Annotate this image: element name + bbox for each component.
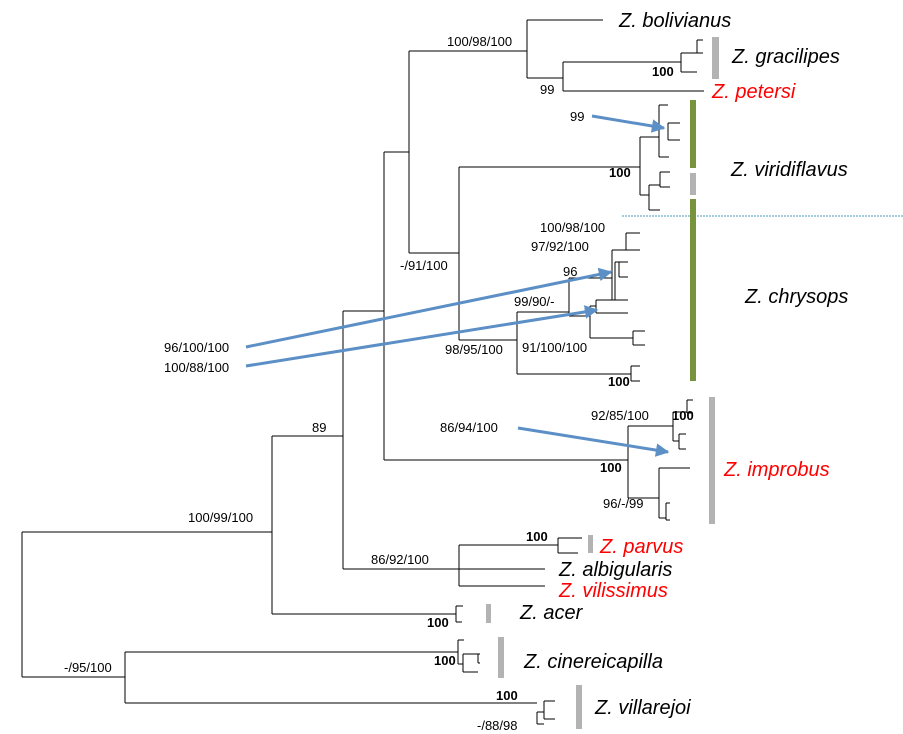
branch-node-91 [408, 50, 527, 254]
arrow-86-94-100 [517, 426, 670, 457]
support-label: -/88/98 [477, 718, 517, 733]
support-label: 100 [427, 615, 449, 630]
support-label: -/95/100 [64, 660, 112, 675]
support-label: 99/90/- [514, 294, 554, 309]
support-label: 100 [672, 408, 694, 423]
support-label: 99 [540, 82, 554, 97]
branch-node-100-99-100 [271, 435, 456, 615]
support-label: 100/99/100 [188, 510, 253, 525]
support-label: 86/94/100 [440, 420, 498, 435]
branch-node-99-petersi [562, 61, 704, 92]
arrow-99-viridiflavus [591, 114, 666, 133]
taxon-label-improbus: Z. improbus [723, 459, 830, 481]
support-label: 86/92/100 [371, 552, 429, 567]
support-label: 100 [652, 64, 674, 79]
support-label: 100 [600, 460, 622, 475]
support-label: 100 [434, 653, 456, 668]
annotation-arrows [245, 114, 670, 457]
support-label: 100 [609, 165, 631, 180]
branch-villarejoi [536, 700, 555, 725]
support-label: 100/98/100 [447, 34, 512, 49]
bar-gracilipes [712, 37, 719, 79]
support-label: 100 [526, 529, 548, 544]
support-label: 89 [312, 420, 326, 435]
bar-cinereicapilla [498, 637, 504, 678]
taxon-label-petersi: Z. petersi [711, 81, 796, 103]
support-label: 100/98/100 [540, 220, 605, 235]
bar-chrysops [690, 199, 696, 381]
support-label: 100 [496, 688, 518, 703]
branch-node-upper [383, 151, 628, 461]
arrow-96-100-100 [245, 267, 613, 349]
branch-gracilipes-cherry [680, 39, 703, 73]
support-label: 96/-/99 [603, 496, 643, 511]
taxon-label-gracilipes: Z. gracilipes [731, 46, 840, 68]
support-label: 99 [570, 109, 584, 124]
bar-improbus [709, 397, 715, 524]
bar-viridiflavus-gray [690, 173, 696, 195]
branch-viridiflavus [639, 104, 680, 211]
branch-node-98-95-100 [458, 166, 640, 341]
support-label: 91/100/100 [522, 340, 587, 355]
bar-acer [486, 604, 491, 623]
branch-chrysops-root [516, 311, 640, 382]
branch-chrysops-lower [589, 299, 645, 346]
clade-bars [486, 37, 719, 729]
support-label: 98/95/100 [445, 342, 503, 357]
taxon-label-bolivianus: Z. bolivianus [618, 10, 731, 32]
taxon-label-albigularis: Z. albigularis [558, 559, 672, 581]
arrow-100-88-100 [245, 305, 599, 368]
support-values: 100/98/100 100 99 99 100 -/91/100 100/98… [64, 34, 694, 733]
taxon-label-cinereicapilla: Z. cinereicapilla [523, 651, 663, 673]
branch-node-bolivianus [526, 19, 603, 79]
branch-cinereicapilla [457, 639, 480, 673]
branch-node-89 [342, 310, 459, 570]
support-label: 100 [608, 374, 630, 389]
support-label: 92/85/100 [591, 408, 649, 423]
taxon-label-chrysops: Z. chrysops [744, 286, 848, 308]
taxon-labels: Z. bolivianus Z. gracilipes Z. petersi Z… [519, 10, 848, 719]
support-label: 96 [563, 264, 577, 279]
branch-improbus [627, 399, 693, 521]
support-label: -/91/100 [400, 258, 448, 273]
branch-node-86-92-100 [458, 537, 582, 587]
taxon-label-acer: Z. acer [519, 602, 584, 624]
taxon-label-viridiflavus: Z. viridiflavus [730, 159, 848, 181]
tree-branches [21, 19, 704, 725]
taxon-label-villarejoi: Z. villarejoi [594, 697, 691, 719]
branch-node-95-100 [124, 651, 537, 704]
branch-root [21, 531, 272, 678]
bar-viridiflavus-upper [690, 100, 696, 168]
support-label: 97/92/100 [531, 239, 589, 254]
taxon-label-parvus: Z. parvus [599, 536, 683, 558]
support-label: 100/88/100 [164, 360, 229, 375]
branch-chrysops-upper [611, 232, 640, 301]
branch-acer [455, 605, 463, 623]
bar-parvus [588, 535, 593, 553]
taxon-label-vilissimus: Z. vilissimus [558, 580, 668, 602]
support-label: 96/100/100 [164, 340, 229, 355]
bar-villarejoi [576, 685, 582, 729]
